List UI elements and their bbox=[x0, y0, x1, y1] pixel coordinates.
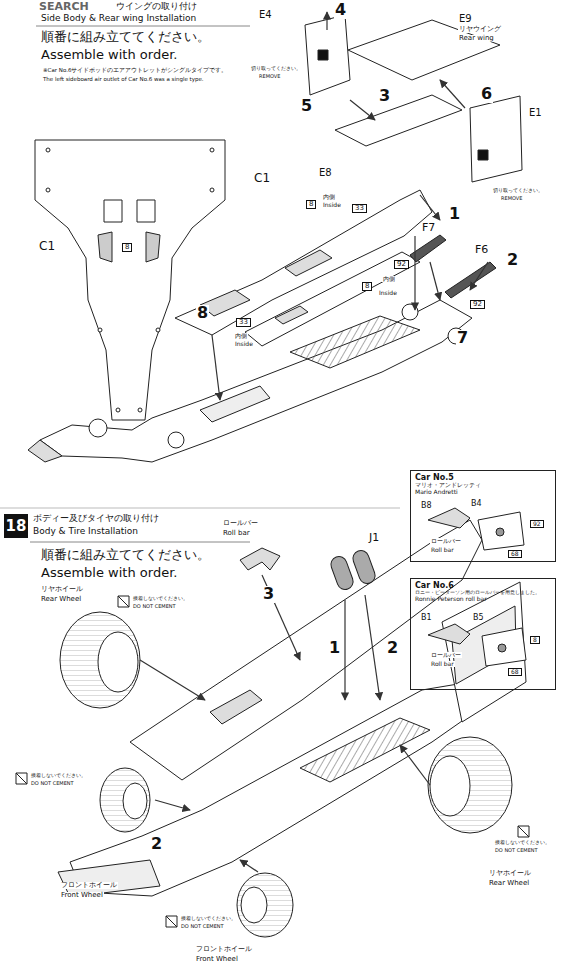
part-label: Inside bbox=[322, 202, 342, 208]
part-label: The left sideboard air outlet of Car No.… bbox=[42, 77, 205, 83]
part-label: Front Wheel bbox=[195, 956, 239, 963]
step-order-number: 1 bbox=[328, 640, 341, 657]
part-label: Rear Wheel bbox=[40, 596, 82, 603]
part-label: 内側 bbox=[322, 194, 336, 200]
part-label: ウイングの取り付け bbox=[115, 2, 198, 11]
part-label: Inside bbox=[378, 290, 398, 296]
part-label: J1 bbox=[368, 532, 380, 544]
part-label: Roll bar bbox=[430, 547, 455, 553]
part-label: ロールバー bbox=[430, 538, 462, 544]
part-label: F6 bbox=[474, 244, 489, 256]
part-label: Side Body & Rear wing Installation bbox=[40, 14, 197, 23]
part-label: リヤウイング bbox=[458, 26, 502, 33]
step-order-number: 6 bbox=[480, 86, 493, 103]
part-label: E8 bbox=[318, 168, 333, 179]
color-code: 8 bbox=[530, 636, 540, 644]
part-label: Assemble with order. bbox=[40, 566, 178, 580]
node-heading: Car No.6 bbox=[415, 581, 551, 590]
variant-inset: Car No.6ロニー・ピーターソン用のロールバーを用意しました。Ronnie … bbox=[410, 578, 556, 690]
part-label: 順番に組み立ててください。 bbox=[40, 548, 211, 562]
step-order-number: 2 bbox=[506, 252, 519, 269]
part-label: 接着しないでください。 bbox=[180, 916, 237, 921]
part-label: Rear wing bbox=[458, 35, 495, 42]
part-label: リヤホイール bbox=[488, 870, 532, 877]
step-order-number: 3 bbox=[378, 88, 391, 105]
part-label: REMOVE bbox=[500, 196, 523, 201]
step-order-number: 8 bbox=[196, 305, 209, 322]
part-label: E1 bbox=[528, 108, 543, 119]
part-label: REMOVE bbox=[258, 74, 281, 79]
color-code: 92 bbox=[530, 520, 544, 528]
part-label: フロントホイール bbox=[195, 946, 253, 953]
node-heading: 18 bbox=[4, 514, 28, 538]
step-order-number: 2 bbox=[386, 640, 399, 657]
step-order-number: 3 bbox=[262, 586, 275, 603]
part-label: Front Wheel bbox=[60, 892, 104, 899]
step-order-number: 1 bbox=[448, 206, 461, 223]
part-label: 切り取ってください。 bbox=[492, 188, 544, 193]
part-label: E4 bbox=[258, 10, 273, 21]
part-label: Roll bar bbox=[222, 530, 251, 537]
color-code: 8 bbox=[306, 200, 316, 209]
part-label: Roll bar bbox=[430, 661, 455, 667]
node-heading: Car No.5 bbox=[415, 473, 551, 482]
step-order-number: SEARCH bbox=[38, 1, 90, 13]
part-label: DO NOT CEMENT bbox=[30, 781, 75, 786]
step-order-number: 2 bbox=[150, 836, 163, 853]
part-label: ※Car No.6サイドポッドのエアアウトレットがシングルタイプです。 bbox=[42, 68, 228, 74]
part-label: 接着しないでください。 bbox=[494, 840, 551, 845]
step-number: 18 bbox=[4, 514, 28, 538]
part-label: 内側 bbox=[234, 333, 248, 339]
part-label: Body & Tire Installation bbox=[32, 527, 139, 536]
color-code: 92 bbox=[470, 300, 485, 309]
part-label: ロールバー bbox=[222, 520, 259, 527]
part-label: DO NOT CEMENT bbox=[494, 848, 539, 853]
part-label: B8 bbox=[420, 502, 433, 510]
color-code: 92 bbox=[394, 260, 409, 269]
part-label: B1 bbox=[420, 614, 433, 622]
node-text: Ronnie Peterson roll bar bbox=[415, 596, 551, 603]
step-order-number: 5 bbox=[300, 98, 313, 115]
part-label: ボディー及びタイヤの取り付け bbox=[32, 514, 160, 523]
color-code: 33 bbox=[236, 318, 251, 327]
part-label: 順番に組み立ててください。 bbox=[40, 30, 211, 44]
part-label: C1 bbox=[253, 172, 271, 185]
part-label: DO NOT CEMENT bbox=[180, 924, 225, 929]
part-label: 接着しないでください。 bbox=[132, 596, 189, 601]
step-order-number: 4 bbox=[334, 2, 347, 19]
part-label: フロントホイール bbox=[60, 882, 118, 889]
part-label: Assemble with order. bbox=[40, 48, 178, 62]
part-label: Rear Wheel bbox=[488, 880, 530, 887]
part-label: 接着しないでください。 bbox=[30, 773, 87, 778]
part-label: B5 bbox=[472, 614, 485, 622]
color-code: 68 bbox=[508, 550, 522, 558]
color-code: 8 bbox=[362, 282, 372, 291]
part-label: Inside bbox=[234, 341, 254, 347]
color-code: 33 bbox=[352, 204, 367, 213]
part-label: 内側 bbox=[382, 276, 396, 282]
part-label: DO NOT CEMENT bbox=[132, 604, 177, 609]
part-label: E9 bbox=[458, 14, 473, 25]
part-label: リヤホイール bbox=[40, 586, 84, 593]
part-label: F7 bbox=[421, 222, 436, 234]
node-text: マリオ・アンドレッティ bbox=[415, 482, 551, 489]
part-label: C1 bbox=[38, 240, 56, 253]
step-order-number: 7 bbox=[456, 330, 469, 347]
part-label: B4 bbox=[470, 500, 483, 508]
part-label: 切り取ってください。 bbox=[250, 66, 302, 71]
part-label: ロールバー bbox=[430, 652, 462, 658]
color-code: 68 bbox=[508, 668, 522, 676]
node-text: Mario Andretti bbox=[415, 489, 551, 496]
color-code: 8 bbox=[122, 243, 132, 252]
